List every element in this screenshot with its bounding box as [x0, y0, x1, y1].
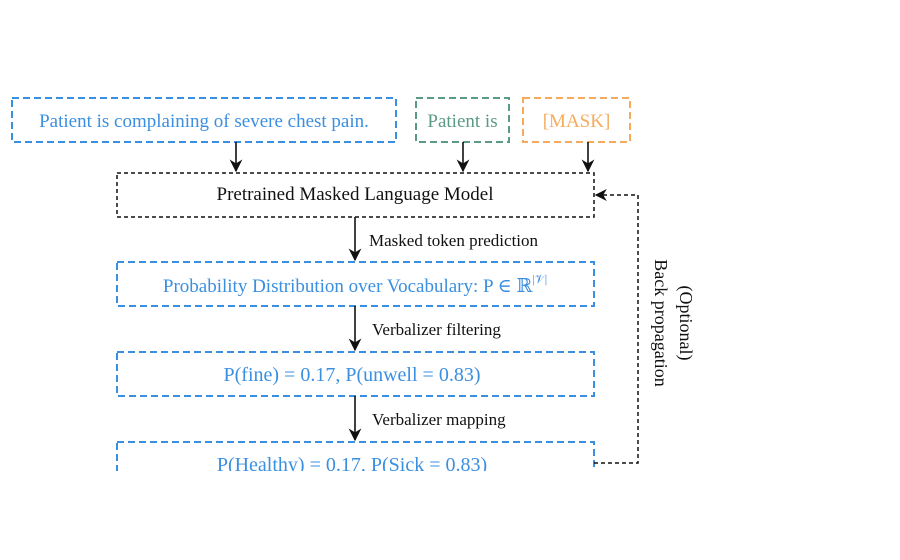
- mapped-label1: Healthy: [235, 454, 298, 476]
- mapped-p2: P: [371, 454, 382, 476]
- mapped-box-group: P(Healthy) = 0.17, P(Sick = 0.83): [116, 441, 595, 476]
- filtered-p1: P: [224, 364, 235, 386]
- filtered-val2: = 0.83): [418, 364, 481, 386]
- template-text: Patient is: [427, 111, 497, 132]
- distribution-text: Probability Distribution over Vocabulary…: [163, 272, 547, 297]
- distribution-reals: ℝ: [517, 276, 533, 297]
- filtered-word1: (fine): [235, 364, 279, 386]
- distribution-superscript: |𝒱|: [532, 272, 547, 286]
- mapped-label2: Sick: [389, 454, 425, 476]
- input-sentence-box: [11, 97, 397, 143]
- input-sentence-text: Patient is complaining of severe chest p…: [39, 111, 369, 132]
- mapped-p1: P: [217, 454, 228, 476]
- distribution-symbol-p: P: [483, 276, 493, 297]
- mapped-paren1: (: [228, 454, 235, 476]
- filtered-val1: = 0.17,: [279, 364, 345, 386]
- mapped-val1: ) = 0.17,: [298, 454, 371, 476]
- verbalizer-filtering-label: Verbalizer filtering: [372, 320, 501, 339]
- mask-text: [MASK]: [543, 111, 611, 132]
- masked-prediction-label: Masked token prediction: [369, 231, 539, 250]
- mask-box: [522, 97, 631, 143]
- filtered-text: P(fine) = 0.17, P(unwell = 0.83): [224, 364, 481, 386]
- backprop-arrow: [594, 189, 639, 464]
- mapped-val2: = 0.83): [424, 454, 487, 476]
- feedback-backprop-label: Back propagation: [651, 259, 671, 386]
- mapped-text: P(Healthy) = 0.17, P(Sick = 0.83): [217, 454, 487, 476]
- template-box: [415, 97, 510, 143]
- verbalizer-mapping-label: Verbalizer mapping: [372, 410, 506, 429]
- distribution-label: Probability Distribution over Vocabulary…: [163, 276, 478, 297]
- mapped-paren2: (: [382, 454, 389, 476]
- distribution-element-of: ∈: [498, 276, 512, 297]
- filtered-word2: (unwell: [356, 364, 418, 386]
- mapped-box: [116, 441, 595, 471]
- feedback-optional-label: (Optional): [675, 286, 696, 361]
- model-label: Pretrained Masked Language Model: [217, 184, 494, 205]
- filtered-p2: P: [345, 364, 356, 386]
